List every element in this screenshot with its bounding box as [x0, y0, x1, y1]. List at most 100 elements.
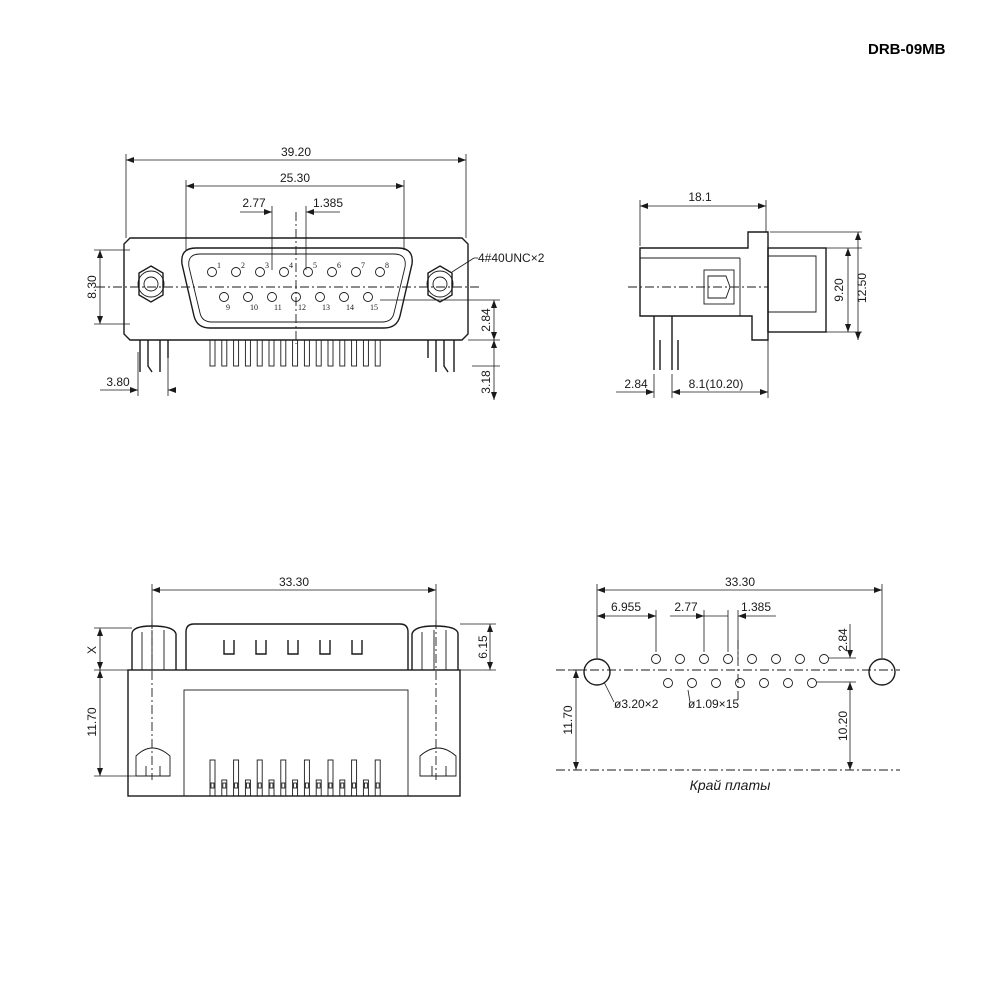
pin-5	[303, 267, 313, 277]
lead-tip	[234, 782, 239, 789]
pin-hole	[663, 678, 673, 688]
side-view: 18.1 9.20 12.50 2.84 8.1(10.20)	[616, 190, 869, 398]
dim-length: 8.1(10.20)	[689, 377, 744, 391]
pin-15	[363, 292, 373, 302]
lead	[362, 779, 369, 797]
contact-slot	[223, 640, 235, 655]
pin-holes	[651, 654, 829, 688]
lead	[292, 339, 299, 367]
pin-hole	[747, 654, 757, 664]
lead	[256, 759, 263, 797]
pin-label: 2	[241, 261, 245, 270]
dim-edge-offset: 6.955	[611, 600, 641, 614]
pin-label: 15	[370, 303, 378, 312]
dim-pcb-height: 11.70	[561, 705, 575, 734]
pin-hole	[711, 678, 721, 688]
lead	[339, 779, 346, 797]
contact-slot	[319, 640, 331, 655]
lead	[221, 339, 228, 367]
pin-label: 11	[274, 303, 282, 312]
pin-hole	[819, 654, 829, 664]
dim-overall-width: 39.20	[281, 145, 311, 159]
dim-pcb-pitch: 2.77	[674, 600, 698, 614]
dim-pin-offset: 2.84	[624, 377, 648, 391]
lead	[374, 759, 381, 797]
pin-10	[243, 292, 253, 302]
lead	[209, 339, 216, 367]
lead	[244, 779, 251, 797]
lead	[244, 339, 251, 367]
pin-hole	[759, 678, 769, 688]
lead	[351, 759, 358, 797]
lead	[327, 759, 334, 797]
mount-hole-right	[868, 658, 896, 686]
lead	[315, 339, 322, 367]
dim-height-a: 9.20	[832, 278, 846, 302]
dim-x-label: X	[85, 646, 99, 654]
lead	[221, 779, 228, 797]
pin-hole	[771, 654, 781, 664]
dim-height-b: 12.50	[855, 273, 869, 303]
lead-tip	[375, 782, 380, 789]
pin-hole	[783, 678, 793, 688]
dim-bottom-height: 11.70	[85, 707, 99, 736]
dim-pcb-offset: 1.385	[741, 600, 771, 614]
pin-1	[207, 267, 217, 277]
lead-tip	[257, 782, 262, 789]
lead	[256, 339, 263, 367]
pin-13	[315, 292, 325, 302]
screw-lock-left	[137, 265, 165, 303]
pin-hole	[807, 678, 817, 688]
dim-row-spacing: 2.84	[479, 308, 493, 332]
dim-offset: 1.385	[313, 196, 343, 210]
lead	[268, 779, 275, 797]
dim-pcb-width: 33.30	[725, 575, 755, 589]
pin-label: 10	[250, 303, 258, 312]
lead-tip	[363, 782, 368, 789]
lead	[233, 759, 240, 797]
pin-hole	[699, 654, 709, 664]
lead	[351, 339, 358, 367]
pin-hole	[675, 654, 685, 664]
dim-shell-width: 25.30	[280, 171, 310, 185]
lead-tip	[352, 782, 357, 789]
pin-label: 8	[385, 261, 389, 270]
lead-tip	[281, 782, 286, 789]
pcb-leads-bottom	[209, 759, 381, 797]
contact-slot	[351, 640, 363, 655]
lead	[280, 759, 287, 797]
pcb-leads	[209, 339, 381, 367]
drawing-title: DRB-09MB	[868, 41, 946, 58]
pin-6	[327, 267, 337, 277]
pin-label: 13	[322, 303, 330, 312]
dim-pcb-row-spacing: 2.84	[836, 628, 850, 652]
pin-hole	[651, 654, 661, 664]
pin-label: 1	[217, 261, 221, 270]
pin-9	[219, 292, 229, 302]
pin-label: 9	[226, 303, 230, 312]
lead-tip	[222, 782, 227, 789]
lead	[374, 339, 381, 367]
pin-11	[267, 292, 277, 302]
contact-slots	[223, 640, 363, 655]
contact-slot	[287, 640, 299, 655]
pcb-layout: 33.30 6.955 2.77 1.385 2.84 10.20 11.70 …	[556, 575, 900, 793]
lead-tip	[269, 782, 274, 789]
pin-hole	[795, 654, 805, 664]
mount-hole-note: ø3.20×2	[614, 697, 659, 711]
pin-2	[231, 267, 241, 277]
dim-pin-length: 3.18	[479, 370, 493, 394]
lead-tip	[210, 782, 215, 789]
lead	[233, 339, 240, 367]
pin-label: 7	[361, 261, 365, 270]
dim-height: 8.30	[85, 275, 99, 299]
bottom-view: 33.30 X 11.70 6.15	[85, 575, 496, 797]
pin-label: 4	[289, 261, 293, 270]
lead-tip	[340, 782, 345, 789]
pin-3	[255, 267, 265, 277]
lead	[339, 339, 346, 367]
lead-tip	[245, 782, 250, 789]
